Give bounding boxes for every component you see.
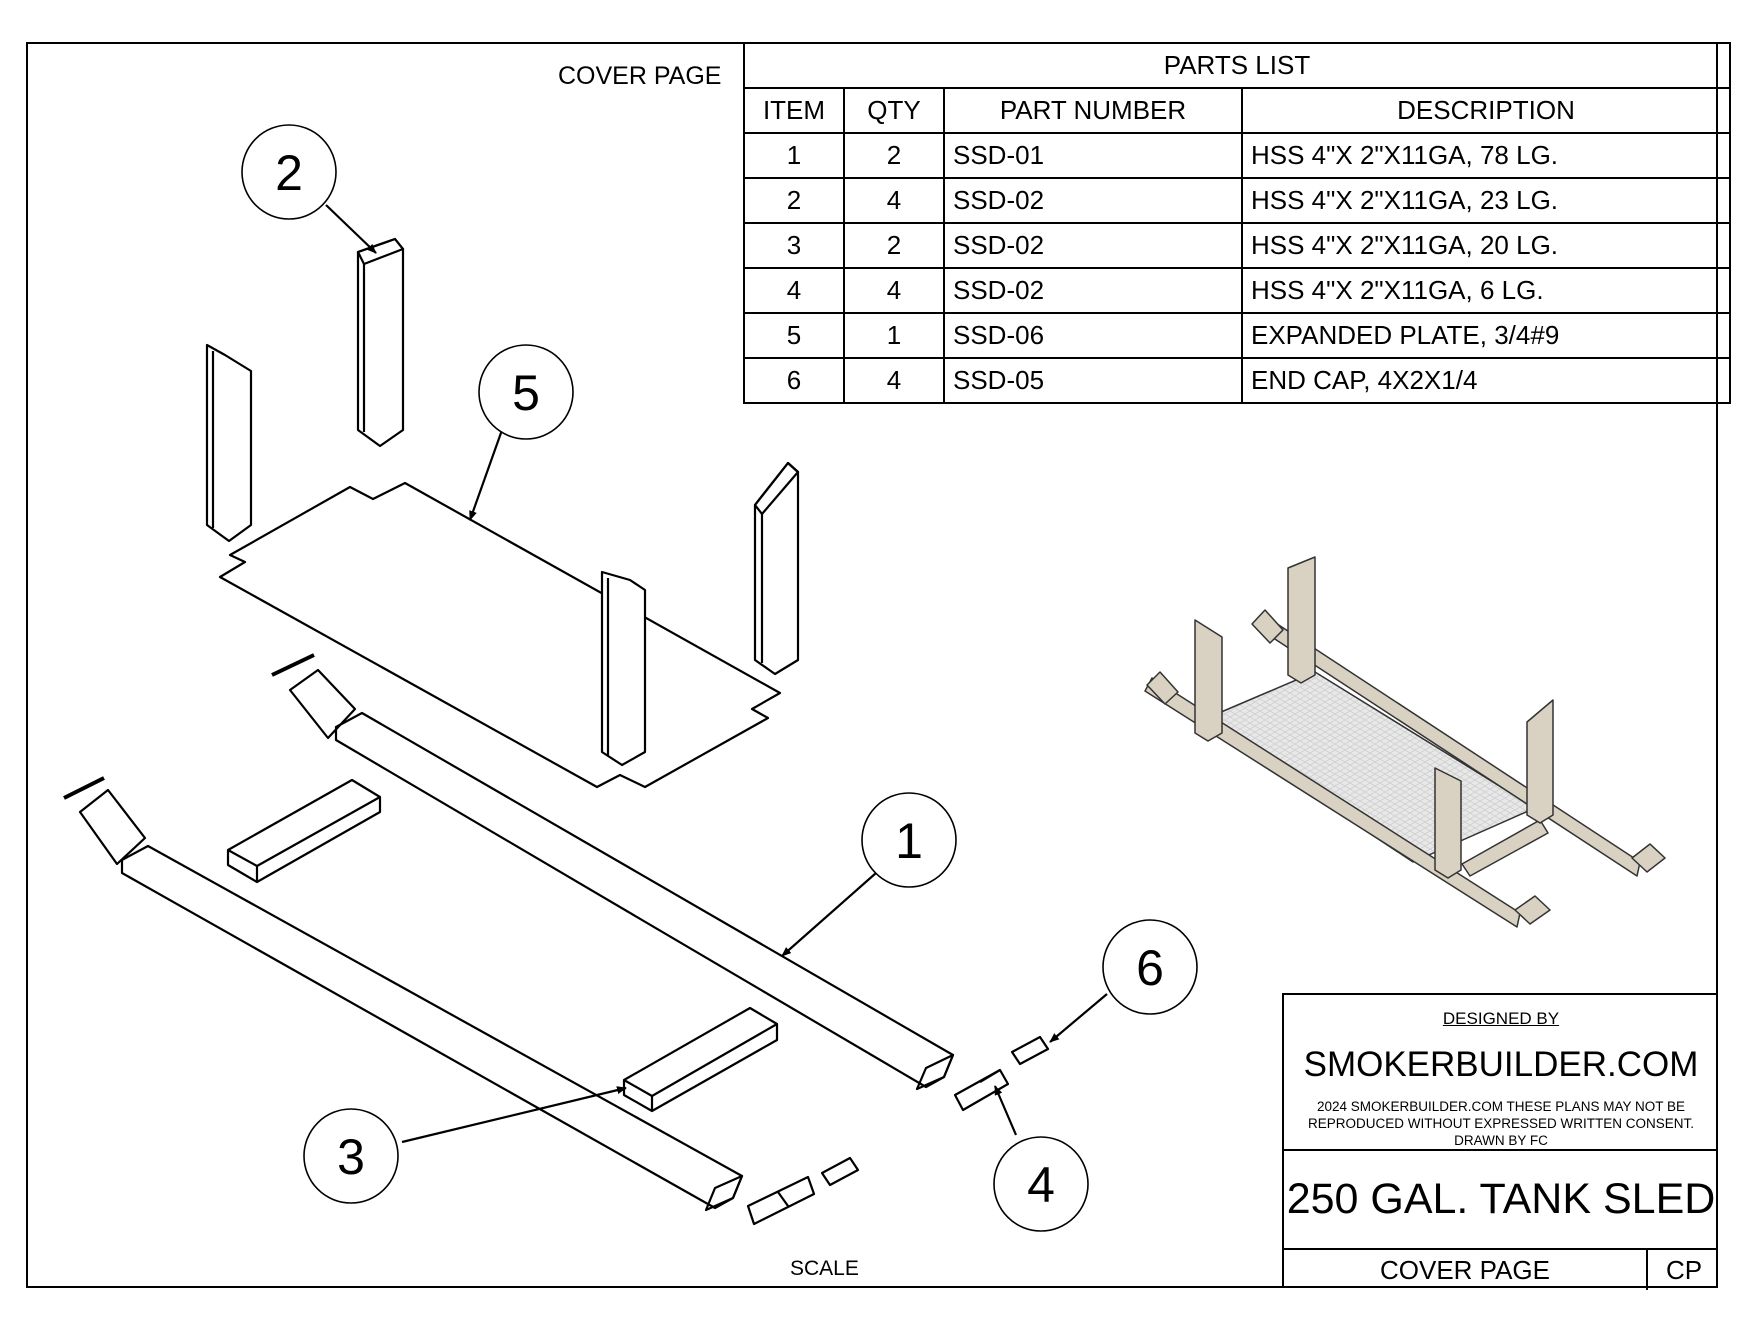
description-cell: HSS 4"X 2"X11GA, 20 LG.	[1241, 222, 1731, 269]
table-row: 2 4 SSD-02 HSS 4"X 2"X11GA, 23 LG.	[743, 177, 1731, 224]
balloon-label-4: 4	[1027, 1157, 1055, 1213]
assembled-crossmember	[1461, 819, 1549, 877]
balloon-label-1: 1	[895, 813, 923, 869]
part-number-cell: SSD-06	[943, 312, 1243, 359]
stub-tube-part	[953, 1068, 1010, 1112]
item-cell: 6	[743, 357, 845, 404]
parts-list-title: PARTS LIST	[743, 42, 1731, 89]
leader-line	[993, 1085, 1018, 1136]
assembled-post	[1287, 556, 1316, 684]
leader-line	[781, 872, 877, 957]
end-cap-part	[271, 653, 315, 677]
drawn-by-line: DRAWN BY FC	[1454, 1133, 1548, 1148]
stub-tube-part	[777, 1191, 789, 1207]
description-cell: HSS 4"X 2"X11GA, 78 LG.	[1241, 132, 1731, 179]
column-header-part-number: PART NUMBER	[943, 87, 1243, 134]
copyright-note-line: REPRODUCED WITHOUT EXPRESSED WRITTEN CON…	[1307, 1116, 1695, 1131]
expanded-plate-part	[218, 481, 782, 789]
assembled-stub	[1146, 671, 1179, 705]
qty-cell: 4	[843, 267, 945, 314]
balloon-label-6: 6	[1136, 940, 1164, 996]
part-number-cell: SSD-02	[943, 222, 1243, 269]
qty-cell: 2	[843, 132, 945, 179]
part-number-cell: SSD-05	[943, 357, 1243, 404]
assembled-stub	[1631, 843, 1666, 873]
balloon-label-3: 3	[337, 1129, 365, 1185]
leader-line	[1049, 993, 1108, 1043]
copyright-note: 2024 SMOKERBUILDER.COM THESE PLANS MAY N…	[1284, 1098, 1718, 1149]
description-cell: HSS 4"X 2"X11GA, 6 LG.	[1241, 267, 1731, 314]
title-block-divider	[1646, 1248, 1648, 1290]
description-cell: END CAP, 4X2X1/4	[1241, 357, 1731, 404]
qty-cell: 2	[843, 222, 945, 269]
balloon-2	[241, 124, 337, 220]
balloon-label-2: 2	[275, 145, 303, 201]
table-row: 3 2 SSD-02 HSS 4"X 2"X11GA, 20 LG.	[743, 222, 1731, 269]
upright-post-part	[356, 237, 405, 448]
balloon-label-5: 5	[512, 365, 540, 421]
item-cell: 3	[743, 222, 845, 269]
cross-member-part	[622, 1006, 779, 1113]
qty-cell: 1	[843, 312, 945, 359]
part-number-cell: SSD-02	[943, 267, 1243, 314]
item-cell: 1	[743, 132, 845, 179]
end-cap-part	[820, 1156, 860, 1187]
table-row: 5 1 SSD-06 EXPANDED PLATE, 3/4#9	[743, 312, 1731, 359]
copyright-note-line: 2024 SMOKERBUILDER.COM THESE PLANS MAY N…	[1316, 1099, 1686, 1114]
balloon-4	[993, 1136, 1089, 1232]
assembled-stub	[1514, 895, 1551, 925]
sheet-name: COVER PAGE	[1379, 1255, 1550, 1285]
company-name: SMOKERBUILDER.COM	[1303, 1045, 1699, 1084]
assembled-post	[1434, 767, 1462, 879]
title-block: DESIGNED BY SMOKERBUILDER.COM 2024 SMOKE…	[1282, 993, 1718, 1290]
leader-line	[468, 429, 504, 521]
qty-cell: 4	[843, 177, 945, 224]
cover-page-label: COVER PAGE	[558, 62, 722, 90]
end-cap-part	[1010, 1035, 1050, 1066]
parts-list-table: PARTS LIST ITEM QTY PART NUMBER DESCRIPT…	[743, 42, 1731, 404]
item-cell: 5	[743, 312, 845, 359]
column-header-qty: QTY	[843, 87, 945, 134]
balloon-6	[1102, 919, 1198, 1015]
stub-tube-part	[979, 1069, 1001, 1083]
designed-by-label: DESIGNED BY	[1442, 1009, 1560, 1028]
part-number-cell: SSD-01	[943, 132, 1243, 179]
sheet-code: CP	[1665, 1255, 1703, 1285]
end-cap-part	[63, 776, 105, 800]
assembled-stub	[1251, 609, 1284, 644]
upright-post-part	[753, 461, 800, 676]
title-block-divider	[1284, 1248, 1718, 1250]
upright-post-part	[205, 343, 253, 543]
upright-post-part	[600, 570, 647, 767]
cross-member-part	[226, 778, 382, 884]
balloon-3	[303, 1108, 399, 1204]
qty-cell: 4	[843, 357, 945, 404]
long-rail-part	[334, 711, 955, 1091]
leader-line	[401, 1086, 627, 1144]
assembled-post	[1194, 619, 1223, 742]
column-header-description: DESCRIPTION	[1241, 87, 1731, 134]
item-cell: 4	[743, 267, 845, 314]
stub-tube-part	[288, 668, 357, 740]
table-row: 4 4 SSD-02 HSS 4"X 2"X11GA, 6 LG.	[743, 267, 1731, 314]
column-header-item: ITEM	[743, 87, 845, 134]
drawing-title: 250 GAL. TANK SLED	[1286, 1175, 1716, 1223]
scale-label: SCALE	[790, 1257, 859, 1280]
stub-tube-part	[746, 1175, 816, 1226]
title-block-divider	[1284, 1149, 1718, 1151]
balloon-1	[861, 792, 957, 888]
table-row: 6 4 SSD-05 END CAP, 4X2X1/4	[743, 357, 1731, 404]
table-row: 1 2 SSD-01 HSS 4"X 2"X11GA, 78 LG.	[743, 132, 1731, 179]
item-cell: 2	[743, 177, 845, 224]
part-number-cell: SSD-02	[943, 177, 1243, 224]
assembled-iso-view	[1144, 556, 1666, 928]
leader-line	[325, 204, 377, 254]
balloon-5	[478, 344, 574, 440]
stub-tube-part	[78, 788, 147, 866]
description-cell: HSS 4"X 2"X11GA, 23 LG.	[1241, 177, 1731, 224]
description-cell: EXPANDED PLATE, 3/4#9	[1241, 312, 1731, 359]
long-rail-part	[120, 844, 744, 1212]
assembled-post	[1526, 699, 1554, 824]
